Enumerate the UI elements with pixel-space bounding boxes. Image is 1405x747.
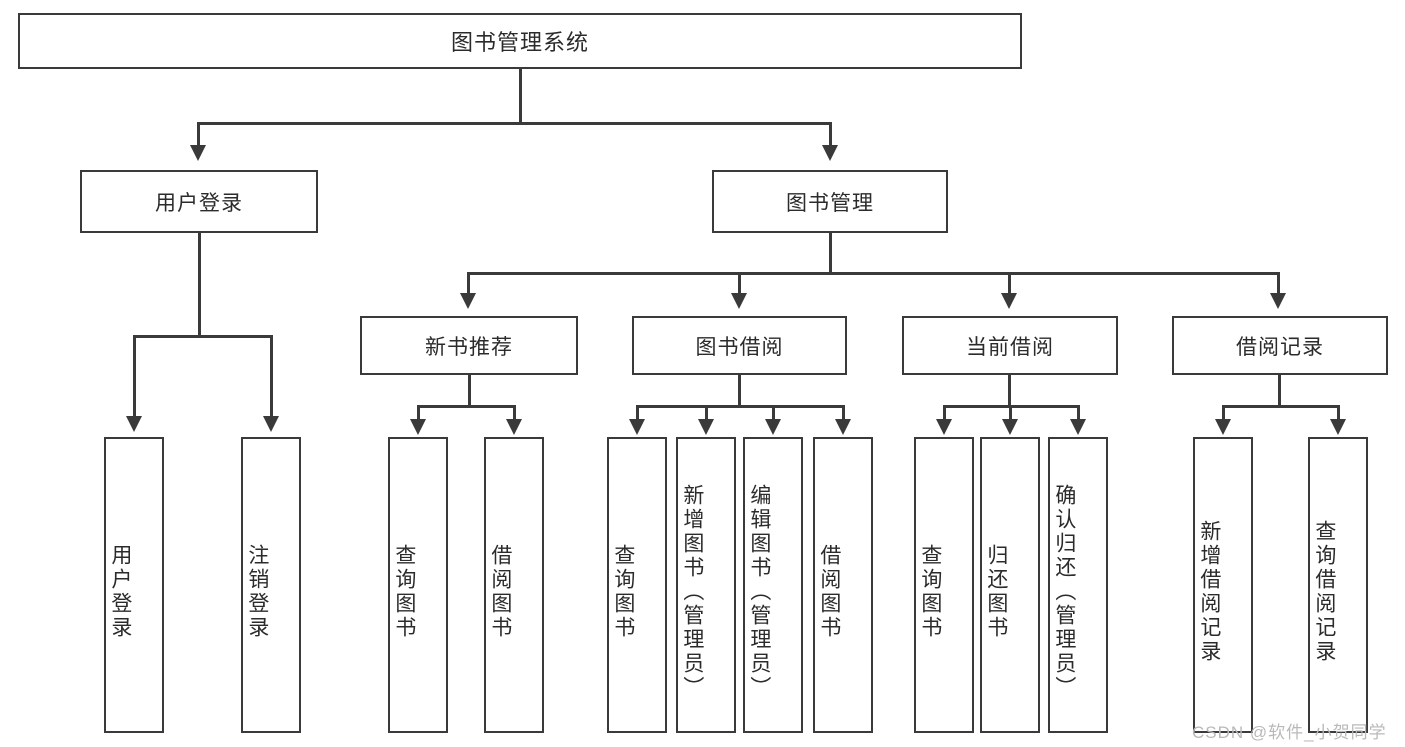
- leaf-label: 借阅图书: [488, 544, 512, 640]
- leaf-label: 确认归还（管理员）: [1052, 484, 1076, 700]
- leaf-user-login[interactable]: 用户登录: [104, 437, 164, 733]
- leaf-bb-edit-book-admin[interactable]: 编辑图书（管理员）: [743, 437, 803, 733]
- connector-bb-leaf-4: [842, 405, 845, 421]
- arrowhead-nbr-leaf-2: [506, 419, 522, 435]
- connector-root-stem: [519, 69, 522, 122]
- arrowhead-bb-leaf-3: [765, 419, 781, 435]
- connector-br-leaf-2: [1337, 405, 1340, 421]
- leaf-nbr-query-book[interactable]: 查询图书: [388, 437, 448, 733]
- arrowhead-bb-leaf-2: [698, 419, 714, 435]
- arrowhead-borrow-record: [1270, 293, 1286, 309]
- connector-nbr-bar: [417, 405, 516, 408]
- leaf-label: 查询图书: [392, 544, 416, 640]
- connector-nbr-stem: [468, 375, 471, 408]
- node-label: 图书借阅: [695, 335, 784, 359]
- connector-cb-stem: [1008, 375, 1011, 408]
- connector-root-to-book-management: [829, 122, 832, 147]
- leaf-nbr-borrow-book[interactable]: 借阅图书: [484, 437, 544, 733]
- connector-bb-leaf-2: [705, 405, 708, 421]
- node-label: 图书管理系统: [450, 30, 589, 55]
- node-label: 借阅记录: [1236, 335, 1324, 359]
- leaf-label: 查询图书: [611, 544, 635, 640]
- arrowhead-br-leaf-1: [1215, 419, 1231, 435]
- leaf-label: 编辑图书（管理员）: [747, 484, 771, 700]
- leaf-bb-add-book-admin[interactable]: 新增图书（管理员）: [676, 437, 736, 733]
- arrowhead-nbr-leaf-1: [410, 419, 426, 435]
- leaf-br-add-record[interactable]: 新增借阅记录: [1193, 437, 1253, 733]
- arrowhead-leaf-user-login: [126, 416, 142, 432]
- leaf-cb-confirm-return-admin[interactable]: 确认归还（管理员）: [1048, 437, 1108, 733]
- arrowhead-book-borrow: [731, 293, 747, 309]
- leaf-label: 新增图书（管理员）: [680, 484, 704, 700]
- connector-bm-to-current-borrow: [1008, 272, 1011, 295]
- connector-user-login-leaf-1: [133, 335, 136, 418]
- leaf-bb-borrow-book[interactable]: 借阅图书: [813, 437, 873, 733]
- connector-user-login-leaf-2: [270, 335, 273, 418]
- node-new-book-recommend[interactable]: 新书推荐: [360, 316, 578, 375]
- connector-bm-to-book-borrow: [738, 272, 741, 295]
- connector-br-leaf-1: [1222, 405, 1225, 421]
- connector-cb-leaf-1: [943, 405, 946, 421]
- node-book-management[interactable]: 图书管理: [712, 170, 948, 233]
- connector-book-management-bar: [467, 272, 1280, 275]
- leaf-cb-query-book[interactable]: 查询图书: [914, 437, 974, 733]
- connector-cb-leaf-2: [1009, 405, 1012, 421]
- arrowhead-bb-leaf-4: [835, 419, 851, 435]
- connector-book-management-stem: [829, 233, 832, 275]
- leaf-label: 归还图书: [984, 544, 1008, 640]
- connector-root-to-user-login: [197, 122, 200, 147]
- connector-bm-to-new-book: [467, 272, 470, 295]
- arrowhead-user-login: [190, 145, 206, 161]
- connector-bm-to-borrow-record: [1277, 272, 1280, 295]
- connector-root-bar: [197, 122, 832, 125]
- leaf-label: 查询图书: [918, 544, 942, 640]
- arrowhead-leaf-logout: [263, 416, 279, 432]
- arrowhead-cb-leaf-2: [1002, 419, 1018, 435]
- connector-bb-bar: [636, 405, 844, 408]
- connector-bb-leaf-1: [636, 405, 639, 421]
- node-label: 新书推荐: [425, 335, 513, 359]
- connector-br-stem: [1278, 375, 1281, 408]
- node-label: 图书管理: [786, 191, 874, 215]
- node-book-borrow[interactable]: 图书借阅: [632, 316, 847, 375]
- leaf-label: 借阅图书: [817, 544, 841, 640]
- leaf-label: 注销登录: [245, 544, 269, 640]
- node-label: 当前借阅: [966, 335, 1054, 359]
- node-label: 用户登录: [155, 191, 243, 215]
- leaf-cb-return-book[interactable]: 归还图书: [980, 437, 1040, 733]
- connector-user-login-bar: [133, 335, 270, 338]
- node-book-management-system[interactable]: 图书管理系统: [18, 13, 1022, 69]
- connector-bb-leaf-3: [772, 405, 775, 421]
- leaf-label: 用户登录: [108, 544, 132, 640]
- leaf-logout[interactable]: 注销登录: [241, 437, 301, 733]
- connector-bb-stem: [738, 375, 741, 408]
- leaf-bb-query-book[interactable]: 查询图书: [607, 437, 667, 733]
- arrowhead-bb-leaf-1: [629, 419, 645, 435]
- connector-user-login-stem: [198, 233, 201, 335]
- arrowhead-cb-leaf-1: [936, 419, 952, 435]
- connector-br-bar: [1222, 405, 1340, 408]
- leaf-br-query-record[interactable]: 查询借阅记录: [1308, 437, 1368, 733]
- node-user-login[interactable]: 用户登录: [80, 170, 318, 233]
- watermark-text: CSDN @软件_小贺同学: [1192, 723, 1387, 742]
- connector-nbr-leaf-1: [417, 405, 420, 421]
- connector-cb-leaf-3: [1077, 405, 1080, 421]
- node-borrow-record[interactable]: 借阅记录: [1172, 316, 1388, 375]
- arrowhead-book-management: [822, 145, 838, 161]
- leaf-label: 新增借阅记录: [1197, 520, 1221, 664]
- arrowhead-br-leaf-2: [1330, 419, 1346, 435]
- arrowhead-cb-leaf-3: [1070, 419, 1086, 435]
- leaf-label: 查询借阅记录: [1312, 520, 1336, 664]
- node-current-borrow[interactable]: 当前借阅: [902, 316, 1118, 375]
- connector-nbr-leaf-2: [513, 405, 516, 421]
- arrowhead-current-borrow: [1001, 293, 1017, 309]
- arrowhead-new-book-recommend: [460, 293, 476, 309]
